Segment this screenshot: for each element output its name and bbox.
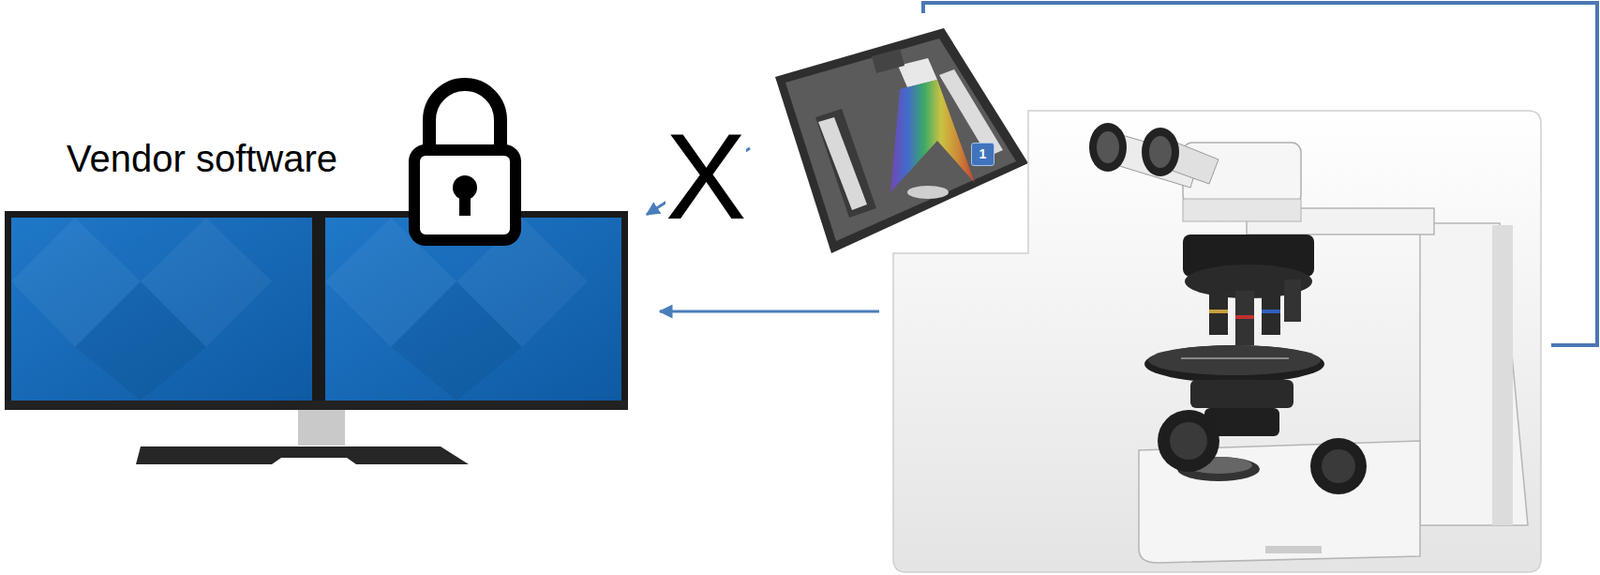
microscope-image <box>893 110 1541 572</box>
microscope-image-part <box>1144 344 1325 383</box>
cross-mark: X <box>665 115 748 238</box>
microscope-image-part <box>1096 131 1120 164</box>
microscope-image-part <box>1261 285 1281 335</box>
lock-icon <box>414 84 516 240</box>
microscope-image-part <box>1261 309 1281 314</box>
microscope-image-part <box>1089 122 1127 172</box>
microscope-image-part <box>893 110 1541 572</box>
microscope-image-part <box>1492 224 1513 525</box>
dual-monitor <box>4 210 629 464</box>
microscope-image-part <box>1321 448 1356 483</box>
lock-icon-part <box>414 149 516 240</box>
dual-monitor-part <box>4 400 629 410</box>
microscope-image-part <box>1284 279 1301 322</box>
microscope-image-part <box>1265 545 1322 554</box>
spectrometer-image-part <box>871 48 905 74</box>
microscope-image-part <box>1235 290 1255 345</box>
data-arrow <box>659 310 880 314</box>
lock-icon-part <box>429 84 501 155</box>
spectrometer-image-part <box>775 28 1029 254</box>
microscope-image-part <box>1157 409 1220 472</box>
microscope-image-part <box>1235 314 1255 319</box>
microscope-image-part <box>1169 421 1208 460</box>
microscope-image-part <box>1149 135 1172 168</box>
microscope-image-part <box>1190 379 1294 408</box>
microscope-image-part <box>1420 223 1528 525</box>
microscope-image-part <box>1181 357 1289 359</box>
software-label: Vendor software <box>66 136 338 180</box>
dual-monitor-part <box>298 409 345 446</box>
monitor-node: Vendor software <box>4 131 647 464</box>
dual-monitor-part <box>74 281 523 401</box>
microscope-image-part <box>1182 198 1301 222</box>
callout-number: 1 <box>971 142 995 166</box>
spectrometer-image-part <box>907 185 949 199</box>
spectrometer-image-part <box>815 108 877 218</box>
spectrometer-image-part <box>818 117 868 210</box>
microscope-image-part <box>1310 437 1367 494</box>
dual-monitor-part <box>135 446 469 464</box>
microscope-image-part <box>1209 285 1228 335</box>
spectrometer-image <box>775 28 1029 254</box>
spectrometer-node: 1 <box>749 28 1032 254</box>
mount-bracket <box>923 2 1598 345</box>
spectrometer-image-part <box>785 38 1017 241</box>
microscope-image-part <box>1141 127 1180 177</box>
microscope-image-part <box>1148 344 1321 375</box>
microscope-image-part <box>1209 309 1228 314</box>
lock-icon-part <box>459 187 471 216</box>
